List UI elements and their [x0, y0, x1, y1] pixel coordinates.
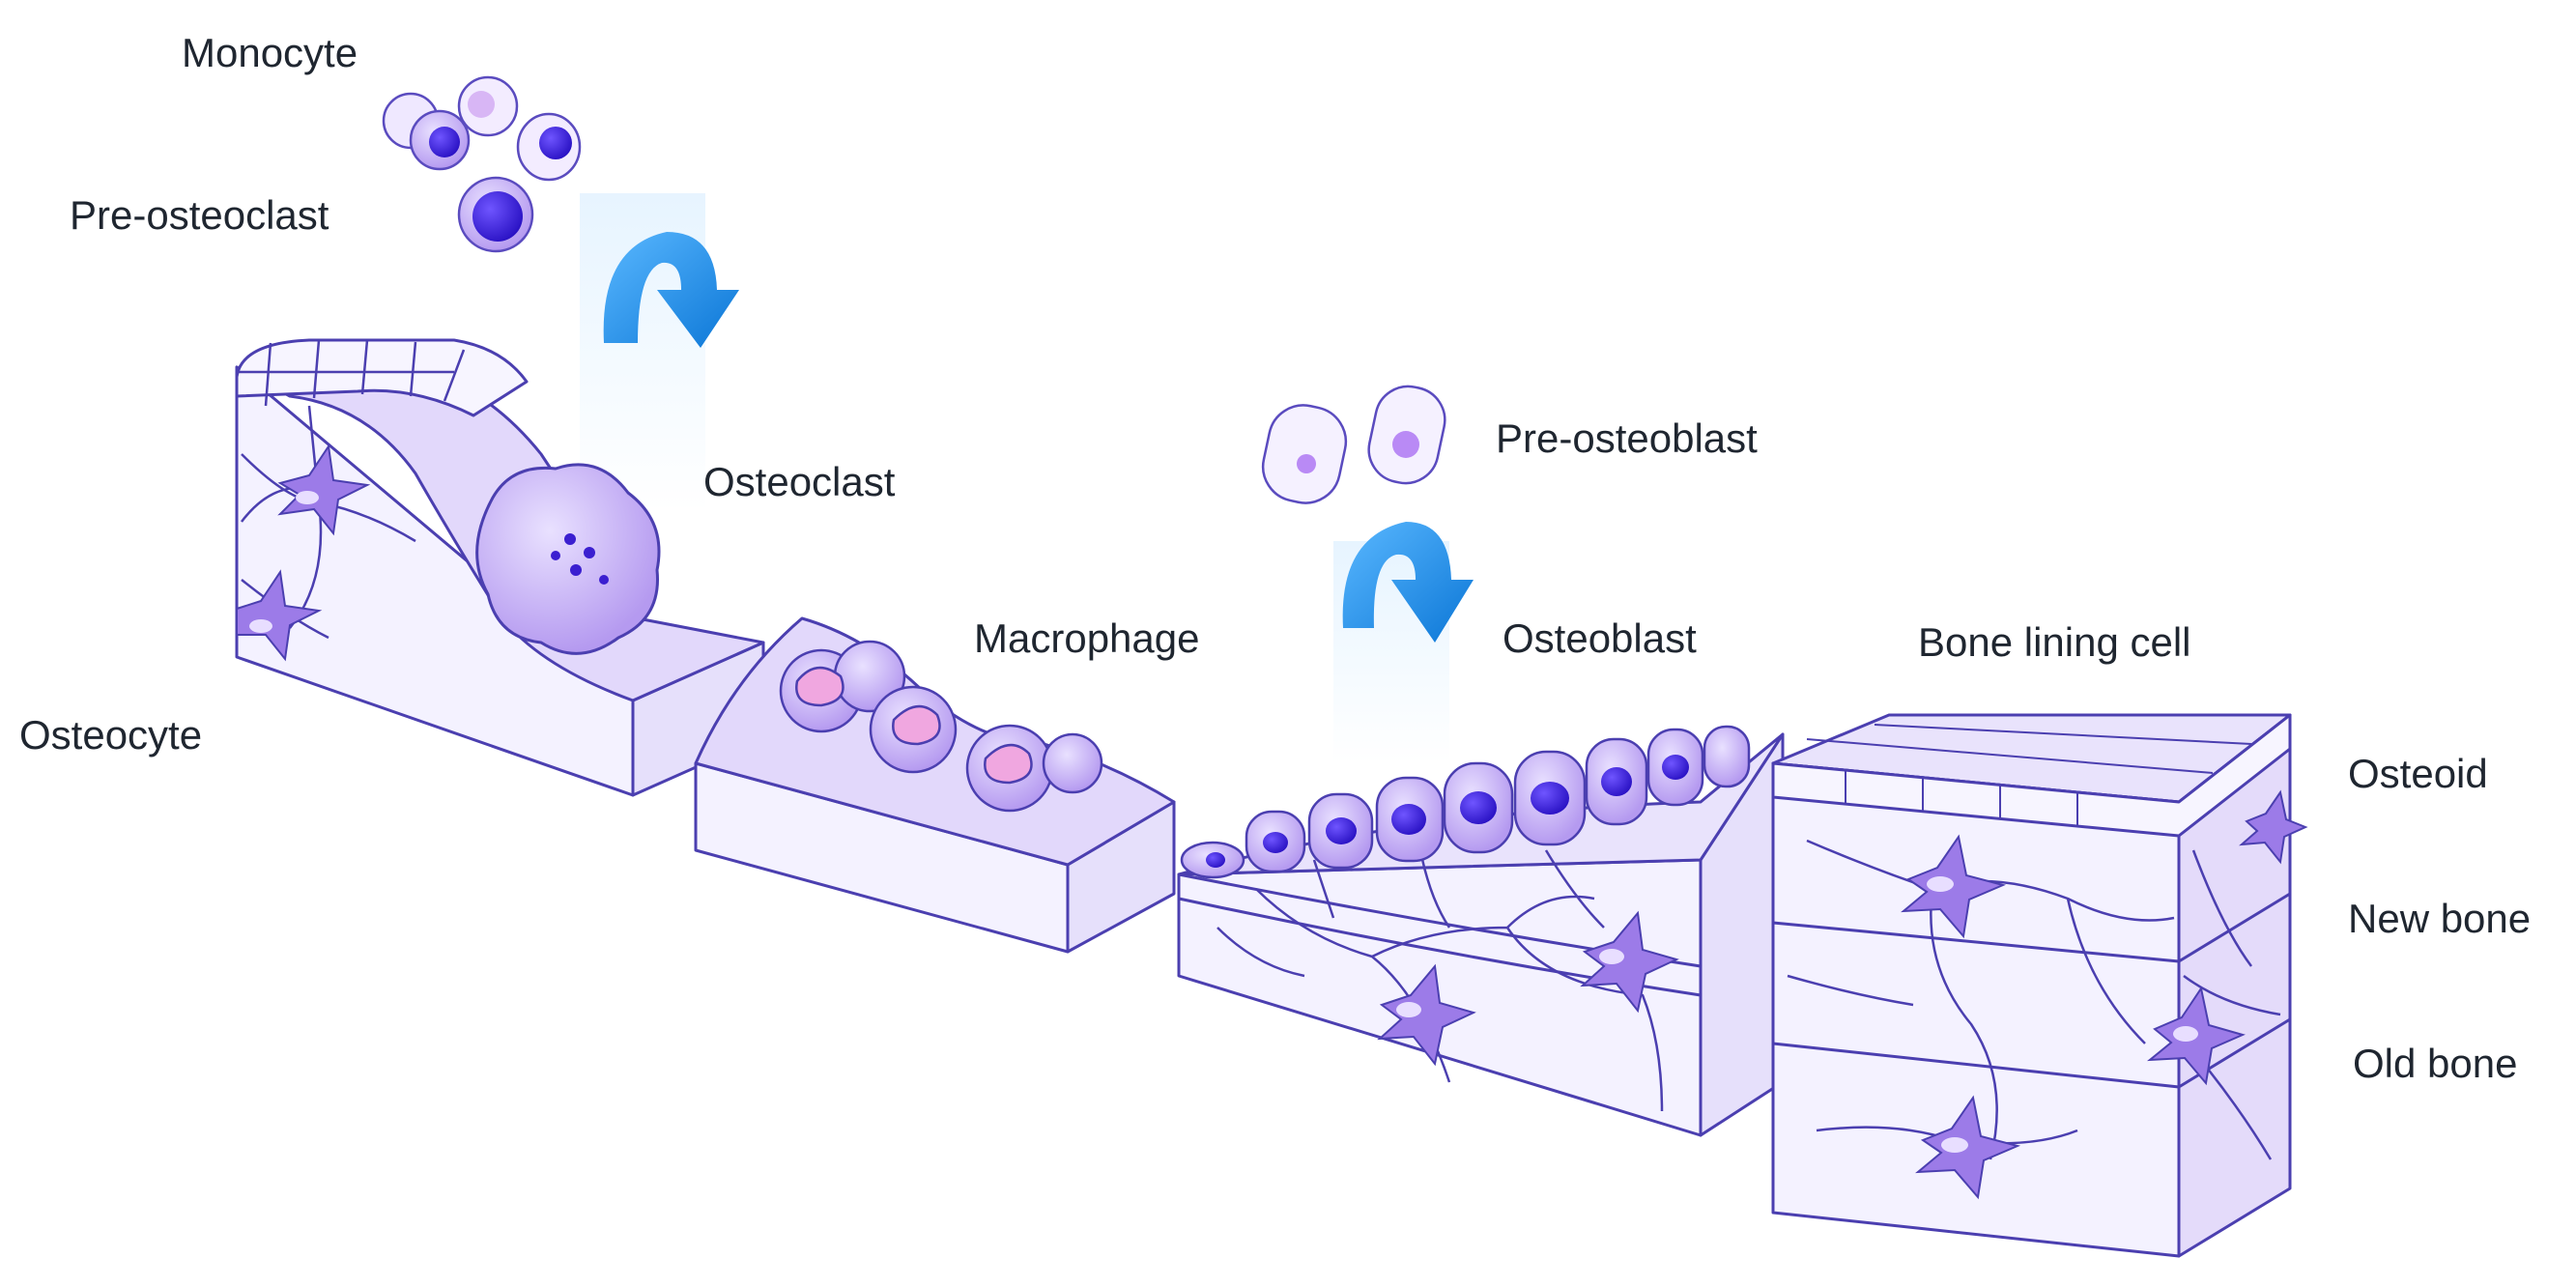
block-quiescence	[1771, 713, 2292, 1258]
label-osteoblast: Osteoblast	[1503, 615, 1697, 661]
label-macrophage: Macrophage	[974, 615, 1200, 661]
osteocyte-cell	[1901, 834, 2007, 939]
osteocyte-cell	[1580, 910, 1679, 1014]
osteocyte-cell	[1377, 963, 1476, 1067]
block-reversal	[694, 616, 1176, 954]
curved-arrow-icon	[1342, 522, 1474, 643]
monocyte-cluster	[382, 75, 582, 253]
label-osteoid: Osteoid	[2348, 751, 2488, 796]
macrophage-cell	[779, 640, 1103, 813]
osteocyte-cell	[2146, 986, 2246, 1086]
curved-arrow-icon	[603, 232, 739, 348]
label-monocyte: Monocyte	[182, 30, 358, 75]
block-resorption	[235, 338, 765, 797]
label-bone-lining-cell: Bone lining cell	[1918, 619, 2191, 665]
osteocyte-cell	[2239, 789, 2308, 865]
osteocyte-cell	[236, 569, 323, 662]
osteocyte-cell	[277, 443, 371, 536]
pre-osteoblast-cells	[1261, 385, 1446, 504]
label-pre-osteoblast: Pre-osteoblast	[1496, 415, 1758, 461]
label-pre-osteoclast: Pre-osteoclast	[70, 192, 329, 238]
osteoblast-row	[1180, 725, 1751, 879]
label-osteoclast: Osteoclast	[703, 459, 896, 504]
osteocyte-cell	[1915, 1095, 2021, 1200]
label-new-bone: New bone	[2348, 896, 2532, 941]
label-old-bone: Old bone	[2353, 1041, 2518, 1086]
label-osteocyte: Osteocyte	[19, 712, 203, 758]
